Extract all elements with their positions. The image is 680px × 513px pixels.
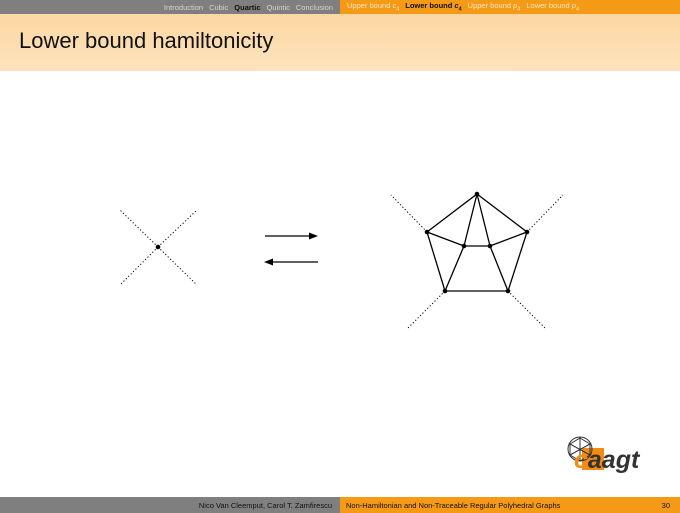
- nav-section-cubic[interactable]: Cubic: [209, 2, 229, 12]
- logo-letter-c: c: [574, 446, 588, 474]
- nav-section-quartic[interactable]: Quartic: [234, 2, 261, 12]
- vertex: [487, 243, 493, 249]
- nav-subsection-label: Lower bound: [526, 1, 572, 11]
- right-arrow-head: [309, 232, 318, 240]
- footer-authors: Nico Van Cleemput, Carol T. Zamfirescu: [198, 500, 332, 510]
- vertex: [524, 229, 530, 235]
- dotted-edge: [157, 246, 198, 286]
- section-nav: Introduction Cubic Quartic Quintic Concl…: [0, 0, 340, 14]
- footer-talk-title: Non-Hamiltonian and Non-Traceable Regula…: [346, 500, 561, 510]
- graph-edge: [489, 245, 509, 292]
- nav-subsection-sub: 4: [575, 6, 580, 13]
- footer-bar: Nico Van Cleemput, Carol T. Zamfirescu N…: [0, 497, 680, 513]
- dotted-edge: [157, 209, 198, 248]
- nav-subsection-var: p: [513, 1, 518, 11]
- graph-edge: [489, 231, 528, 247]
- subsection-nav: Upper bound c4 Lower bound c4 Upper boun…: [340, 0, 680, 14]
- dotted-edge: [526, 194, 564, 233]
- nav-subsection-var: c: [392, 1, 397, 11]
- dotted-edge: [119, 246, 159, 286]
- vertex: [442, 288, 448, 294]
- replacement-arrows: [264, 232, 318, 266]
- footer-left: Nico Van Cleemput, Carol T. Zamfirescu: [0, 497, 340, 513]
- nav-section-conclusion[interactable]: Conclusion: [295, 2, 333, 12]
- graph-edge: [476, 193, 491, 247]
- vertex: [505, 288, 511, 294]
- vertex: [461, 243, 467, 249]
- page-number: 30: [661, 500, 670, 510]
- top-navigation: Introduction Cubic Quartic Quintic Concl…: [0, 0, 680, 14]
- graph-edge: [444, 245, 465, 292]
- nav-section-introduction[interactable]: Introduction: [163, 2, 204, 12]
- dotted-edge: [407, 290, 446, 329]
- footer-right: Non-Hamiltonian and Non-Traceable Regula…: [340, 497, 680, 513]
- slide-title: Lower bound hamiltonicity: [19, 28, 274, 53]
- caagt-logo-icon: [567, 436, 604, 470]
- nav-subsection-label: Upper bound: [467, 1, 514, 11]
- nav-subsection-sub: 4: [458, 6, 462, 13]
- nav-subsection-sub: 4: [517, 6, 521, 13]
- vertex: [155, 244, 161, 250]
- outer-pentagon: [426, 193, 528, 292]
- dotted-edge: [507, 290, 546, 329]
- pentagon-gadget-figure: [390, 191, 564, 329]
- vertex: [424, 229, 430, 235]
- nav-subsection-label: Upper bound: [347, 1, 393, 11]
- nav-subsection-var: c: [454, 1, 459, 11]
- nav-subsection-upper-p4[interactable]: Upper bound p4: [468, 1, 521, 13]
- dotted-edge: [390, 194, 428, 233]
- nav-subsection-label: Lower bound: [405, 1, 455, 11]
- vertex: [474, 191, 480, 197]
- graph-edge: [426, 231, 465, 247]
- nav-subsection-sub: 4: [396, 6, 400, 13]
- nav-subsection-upper-c4[interactable]: Upper bound c4: [347, 1, 399, 13]
- nav-section-quintic[interactable]: Quintic: [266, 2, 290, 12]
- graph-edge: [463, 193, 478, 247]
- title-bar: Lower bound hamiltonicity: [0, 14, 680, 71]
- nav-subsection-var: p: [571, 1, 576, 11]
- single-vertex-figure: [119, 209, 198, 286]
- nav-subsection-lower-p4[interactable]: Lower bound p4: [526, 1, 579, 13]
- dotted-edge: [119, 209, 159, 248]
- left-arrow-head: [264, 258, 273, 266]
- caagt-logo-text: caagt: [574, 446, 639, 475]
- logo-letters-rest: aagt: [587, 446, 640, 474]
- nav-subsection-lower-c4[interactable]: Lower bound c4: [405, 1, 461, 13]
